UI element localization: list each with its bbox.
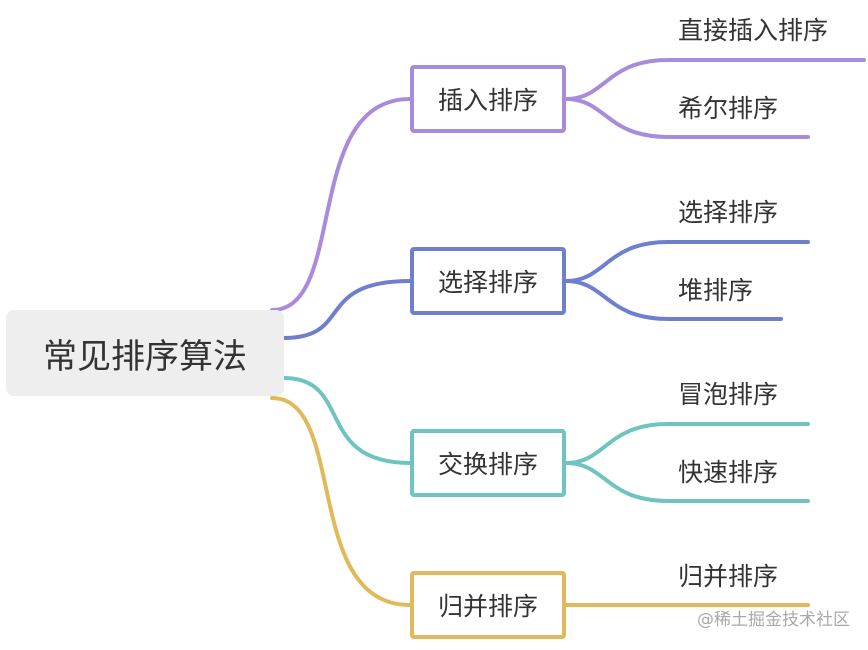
connector-exchange-leaf-2 [564,461,810,503]
branch-node-exchange-sort[interactable]: 交换排序 [410,429,566,497]
branch-node-selection-sort[interactable]: 选择排序 [410,247,566,315]
branch-node-label: 交换排序 [437,450,538,479]
connector-insertion-leaf-1 [564,58,866,101]
leaf-direct-insertion-sort[interactable]: 直接插入排序 [678,16,829,45]
branch-node-insertion-sort[interactable]: 插入排序 [410,65,566,133]
connector-insertion-leaf-2 [564,97,810,139]
branch-node-label: 插入排序 [437,86,538,115]
leaf-quick-sort[interactable]: 快速排序 [678,458,779,487]
connector-root-to-insertion [270,97,412,312]
watermark: @稀土掘金技术社区 [697,610,850,630]
connector-root-to-exchange [282,376,412,465]
leaf-bubble-sort[interactable]: 冒泡排序 [678,380,779,409]
connector-root-to-merge [270,396,412,607]
root-node[interactable]: 常见排序算法 [6,310,284,396]
connector-selection-leaf-2 [564,279,783,321]
leaf-shell-sort[interactable]: 希尔排序 [678,94,779,123]
leaf-merge-sort[interactable]: 归并排序 [678,562,779,591]
branch-node-merge-sort[interactable]: 归并排序 [410,571,566,639]
branch-node-label: 选择排序 [437,268,538,297]
branch-node-label: 归并排序 [437,592,538,621]
leaf-heap-sort[interactable]: 堆排序 [678,276,754,305]
connector-root-to-selection [282,279,412,340]
root-node-label: 常见排序算法 [43,336,247,377]
leaf-selection-sort[interactable]: 选择排序 [678,198,779,227]
connector-exchange-leaf-1 [564,422,810,465]
connector-selection-leaf-1 [564,240,810,283]
